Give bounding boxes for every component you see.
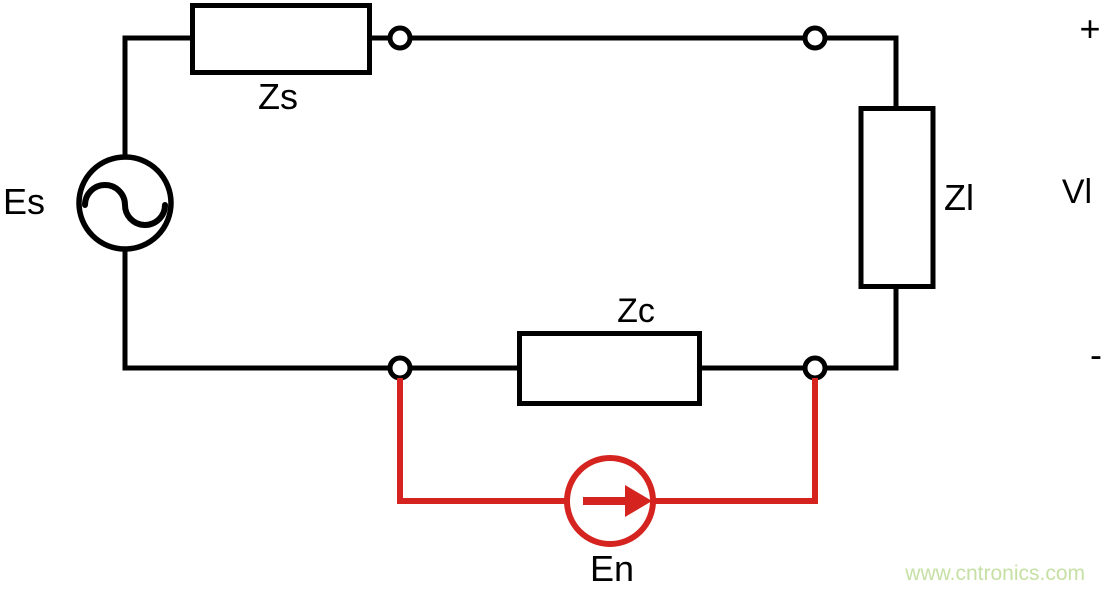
label-load-impedance: Zl xyxy=(944,177,974,218)
wire-bottom-left xyxy=(122,246,392,371)
noise-wire-right xyxy=(653,378,818,504)
noise-wire-left xyxy=(397,378,567,504)
label-common-impedance: Zc xyxy=(617,292,655,330)
source-impedance-box xyxy=(190,3,372,75)
label-source: Es xyxy=(3,181,45,222)
label-minus-polarity: - xyxy=(1090,334,1102,375)
wire-top-right xyxy=(823,35,899,111)
sine-wave-icon xyxy=(82,182,168,228)
label-plus-polarity: + xyxy=(1079,8,1100,49)
terminal-node-bottom-left xyxy=(387,355,413,381)
terminal-node-top-left xyxy=(387,25,413,51)
common-impedance-box xyxy=(517,331,702,406)
load-impedance-box xyxy=(858,106,936,289)
noise-loop xyxy=(397,378,818,547)
terminal-node-top-right xyxy=(802,25,828,51)
terminal-node-bottom-right xyxy=(802,355,828,381)
wire-top-left xyxy=(122,35,195,160)
right-arrow-icon xyxy=(625,485,652,517)
watermark: www.cntronics.com xyxy=(904,562,1085,585)
signal-loop xyxy=(76,3,936,406)
label-load-voltage: Vl xyxy=(1062,173,1092,211)
label-source-impedance: Zs xyxy=(258,76,298,117)
label-noise-source: En xyxy=(590,548,634,589)
wire-load-bottom xyxy=(823,284,899,371)
